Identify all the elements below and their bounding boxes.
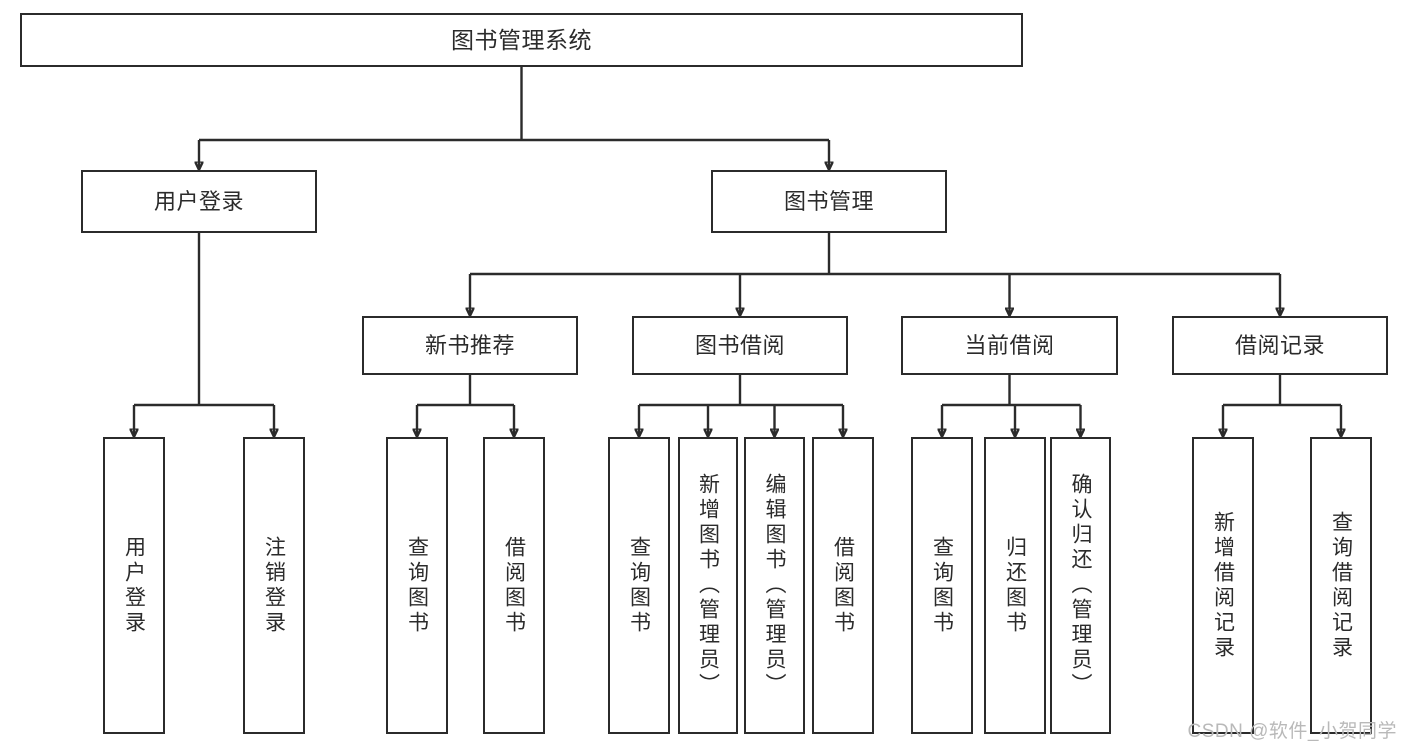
node-book-borrow[interactable]: 图书借阅 [632,316,848,375]
node-label: 图书借阅 [694,332,785,358]
node-label: 用户登录 [153,188,244,214]
node-root[interactable]: 图书管理系统 [20,13,1023,67]
csdn-watermark: CSDN @软件_小贺同学 [1187,721,1397,742]
node-label: 归还图书 [1003,535,1027,636]
node-label: 查询借阅记录 [1329,510,1353,661]
node-leaf-bb-query[interactable]: 查询图书 [608,437,670,734]
node-leaf-logout[interactable]: 注销登录 [243,437,305,734]
node-label: 当前借阅 [964,332,1055,358]
node-leaf-nb-borrow[interactable]: 借阅图书 [483,437,545,734]
node-leaf-user-login[interactable]: 用户登录 [103,437,165,734]
node-label: 图书管理 [783,188,874,214]
node-label: 注销登录 [262,535,286,636]
node-label: 查询图书 [930,535,954,636]
node-label: 新增借阅记录 [1211,510,1235,661]
node-book-manage[interactable]: 图书管理 [711,170,947,233]
node-label: 图书管理系统 [451,26,592,53]
node-label: 借阅记录 [1234,332,1325,358]
node-leaf-bb-borrow[interactable]: 借阅图书 [812,437,874,734]
node-label: 借阅图书 [502,535,526,636]
node-current-borrow[interactable]: 当前借阅 [901,316,1118,375]
node-leaf-br-query[interactable]: 查询借阅记录 [1310,437,1372,734]
node-leaf-nb-query[interactable]: 查询图书 [386,437,448,734]
node-label: 新书推荐 [424,332,515,358]
node-user-login[interactable]: 用户登录 [81,170,317,233]
node-label: 确认归还（管理员） [1069,473,1092,698]
node-leaf-cb-confirm[interactable]: 确认归还（管理员） [1050,437,1111,734]
node-leaf-cb-return[interactable]: 归还图书 [984,437,1046,734]
node-label: 借阅图书 [831,535,855,636]
node-label: 编辑图书（管理员） [763,473,786,698]
node-leaf-bb-add[interactable]: 新增图书（管理员） [678,437,738,734]
node-label: 查询图书 [405,535,429,636]
node-borrow-record[interactable]: 借阅记录 [1172,316,1388,375]
node-label: 查询图书 [627,535,651,636]
node-leaf-cb-query[interactable]: 查询图书 [911,437,973,734]
node-label: 用户登录 [122,535,146,636]
node-label: 新增图书（管理员） [696,473,720,698]
node-leaf-bb-edit[interactable]: 编辑图书（管理员） [744,437,805,734]
node-new-book-rec[interactable]: 新书推荐 [362,316,578,375]
node-leaf-br-add[interactable]: 新增借阅记录 [1192,437,1254,734]
